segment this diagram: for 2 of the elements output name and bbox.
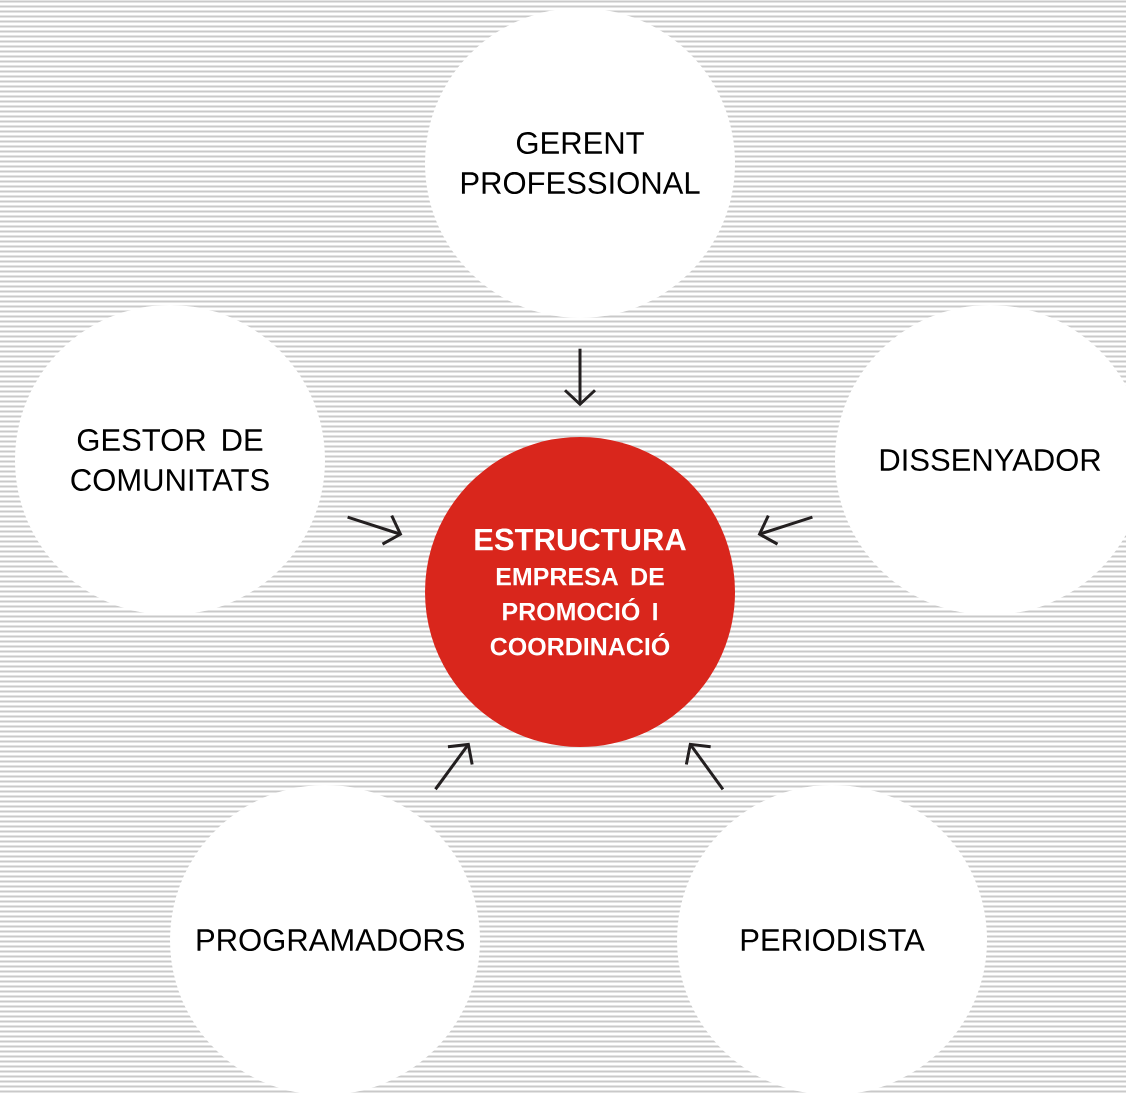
circle-node: GERENT PROFESSIONAL: [425, 8, 735, 318]
circle-node: GESTOR DE COMUNITATS: [15, 305, 325, 615]
